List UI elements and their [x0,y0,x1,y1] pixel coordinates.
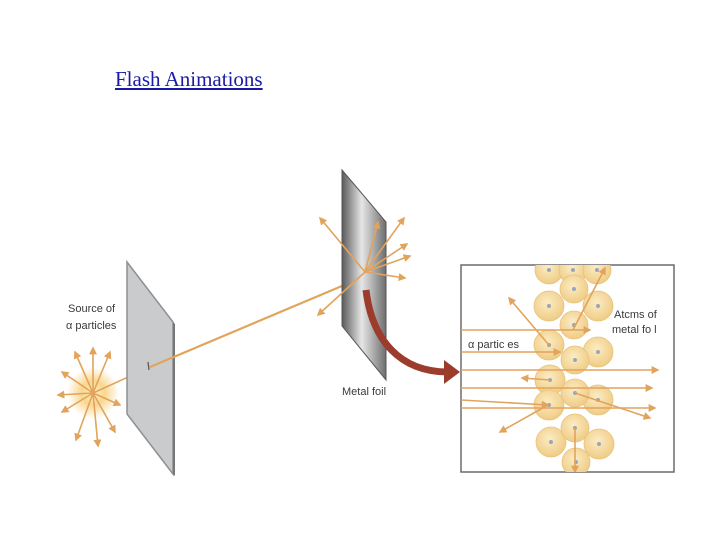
particles-label: α partic es [468,339,519,351]
flash-animations-link[interactable]: Flash Animations [115,67,263,91]
foil-plate [341,168,387,382]
metal-foil: Metal foil [316,168,412,398]
alpha-beam [149,273,369,369]
magnified-view: α partic es Atcms of metal fo l [460,264,675,473]
screen-slit [147,361,150,371]
atoms-label-line1: Atcms of [614,309,658,321]
magnified-paths [461,266,660,472]
lead-screen [126,259,175,477]
source-label-line2: α particles [66,320,117,332]
source-rays [56,346,150,448]
scatter-rays [316,216,412,317]
screen-plate [126,259,174,477]
source-label-line1: Source of [68,303,116,315]
zoom-arrow [362,289,449,376]
foil-label: Metal foil [342,386,386,398]
zoom-arrowhead [444,360,460,384]
alpha-source: Source of α particles [56,303,150,448]
atoms-label-line2: metal fo l [612,324,657,336]
atoms-lattice [461,265,660,472]
